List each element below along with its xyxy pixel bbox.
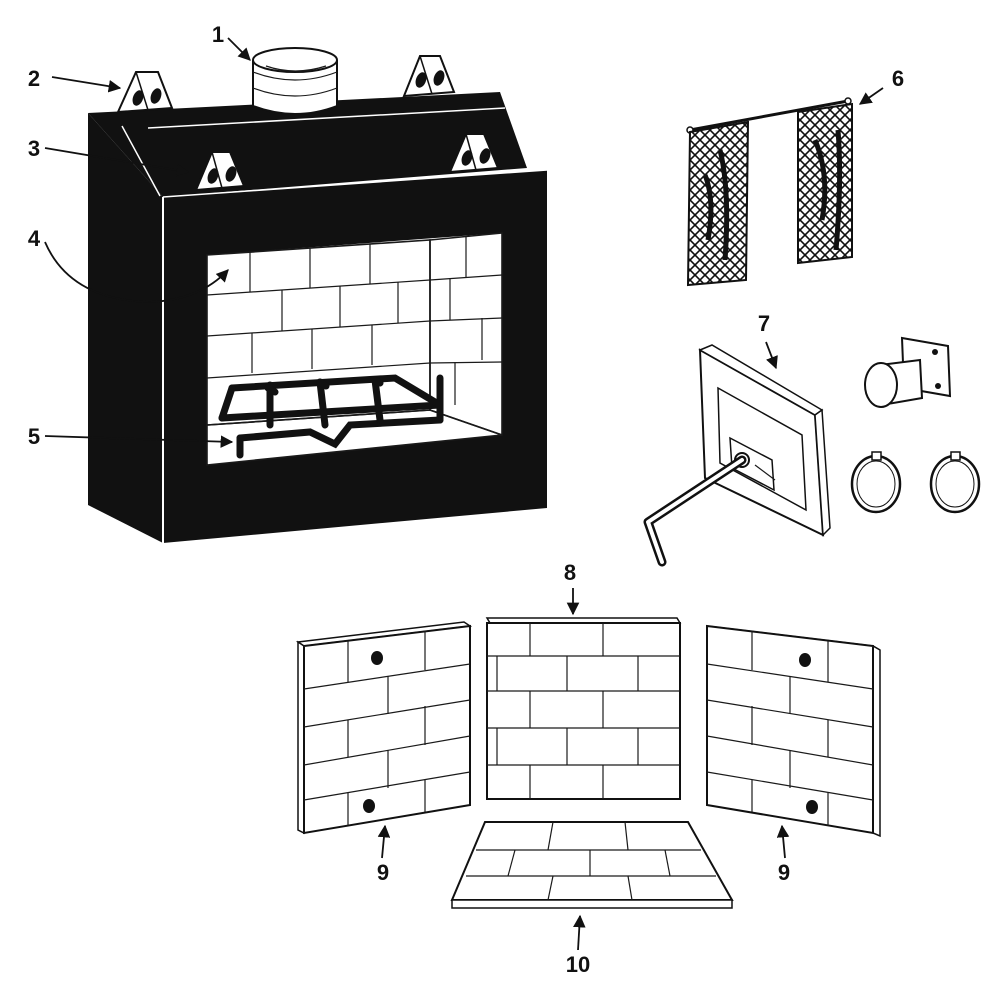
outside-air-adapter [864,336,952,408]
firebox-hearth [206,409,503,466]
firebox-side-panel [88,113,163,543]
damper-assembly [643,344,831,567]
lifting-bracket-front-left [194,151,246,192]
lifting-bracket-front-right [448,133,500,174]
refractory-back-panel [485,617,682,800]
leader-9-right [776,824,790,859]
callout-10: 10 [566,952,590,977]
leader-6 [858,87,884,105]
firebox-opening [207,233,502,465]
lifting-bracket-rear-left [116,71,174,114]
leader-1 [227,37,251,61]
callout-9-right: 9 [778,860,790,885]
lifting-bracket-rear-right [402,55,456,98]
callout-7: 7 [758,311,770,336]
flue-collar [252,47,338,115]
leader-3 [44,147,190,177]
leader-9-left [377,824,391,859]
refractory-side-panel-right [706,624,881,838]
mesh-curtain-left [686,120,750,287]
callout-3: 3 [28,136,40,161]
duct-clamp-right [929,451,981,514]
leader-5 [44,435,234,448]
firebox-unit [88,47,548,543]
callout-2: 2 [28,66,40,91]
duct-clamp-left [850,451,902,514]
fireplace-grate [218,374,444,459]
firebox-top-panel [88,92,527,197]
mesh-screen-curtains [686,97,853,287]
callout-5: 5 [28,424,40,449]
leader-10 [573,914,586,951]
callout-6: 6 [892,66,904,91]
leader-2 [51,76,122,93]
firebox-back-wall [206,239,431,426]
refractory-side-panel-left [295,621,473,835]
callout-1: 1 [212,22,224,47]
leader-4 [44,241,229,303]
callout-leaders [44,37,884,951]
refractory-floor-panel [450,821,734,909]
callout-8: 8 [564,560,576,585]
leader-7 [765,341,778,370]
firebox-side-wall [429,232,503,437]
callout-9-left: 9 [377,860,389,885]
callout-4: 4 [28,226,41,251]
